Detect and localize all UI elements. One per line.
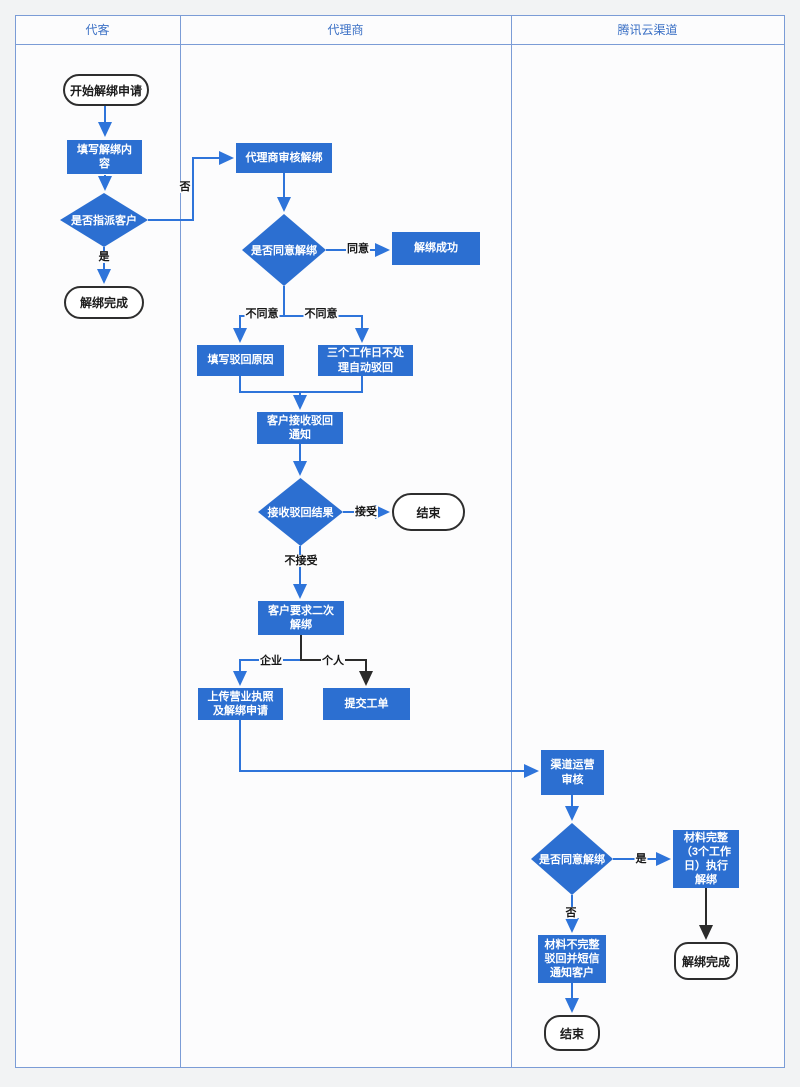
edge-label-enterprise: 企业 (259, 654, 283, 668)
edge-label-yes: 是 (97, 250, 111, 264)
lane-title: 腾讯云渠道 (617, 23, 678, 37)
lane-divider (511, 15, 512, 1068)
lane-header-agent: 代理商 (180, 15, 511, 45)
edge-label-disagree-left: 不同意 (244, 307, 280, 321)
node-unbind-complete-terminator[interactable]: 解绑完成 (64, 286, 144, 319)
edge-label-agree: 同意 (346, 242, 370, 256)
node-unbind-success[interactable]: 解绑成功 (392, 232, 480, 265)
node-unbind-complete-terminator-2[interactable]: 解绑完成 (674, 942, 738, 980)
edge-label-personal: 个人 (321, 654, 345, 668)
lane-title: 代理商 (327, 23, 364, 37)
lane-header-tencent-channel: 腾讯云渠道 (511, 15, 784, 45)
node-customer-receive-reject-notice[interactable]: 客户接收驳回 通知 (257, 412, 343, 444)
swimlane-frame (15, 15, 785, 1068)
node-auto-reject-3-days[interactable]: 三个工作日不处 理自动驳回 (318, 345, 413, 376)
node-material-complete-execute-unbind[interactable]: 材料完整 （3个工作 日）执行 解绑 (673, 830, 739, 888)
edge-label-disagree-right: 不同意 (303, 307, 339, 321)
lane-title: 代客 (85, 23, 110, 37)
edge-label-accept: 接受 (354, 505, 378, 519)
edge-label-not-accept: 不接受 (283, 554, 319, 568)
node-channel-operation-review[interactable]: 渠道运营 审核 (541, 750, 604, 795)
node-submit-ticket[interactable]: 提交工单 (323, 688, 410, 720)
edge-label-yes-2: 是 (634, 852, 648, 866)
node-end-terminator[interactable]: 结束 (392, 493, 465, 531)
node-material-incomplete-reject-sms[interactable]: 材料不完整 驳回并短信 通知客户 (538, 935, 606, 983)
node-start-terminator[interactable]: 开始解绑申请 (63, 74, 149, 106)
lane-divider (180, 15, 181, 1068)
edge-label-no-2: 否 (564, 906, 578, 920)
node-second-unbind-request[interactable]: 客户要求二次 解绑 (258, 601, 344, 635)
edge-label-no: 否 (178, 180, 192, 194)
node-upload-license-and-application[interactable]: 上传营业执照 及解绑申请 (198, 688, 283, 720)
node-end-terminator-2[interactable]: 结束 (544, 1015, 600, 1051)
node-fill-unbind-content[interactable]: 填写解绑内 容 (67, 140, 142, 174)
node-fill-reject-reason[interactable]: 填写驳回原因 (197, 345, 284, 376)
node-agent-review-unbind[interactable]: 代理商审核解绑 (236, 143, 332, 173)
lane-header-customer: 代客 (15, 15, 180, 45)
